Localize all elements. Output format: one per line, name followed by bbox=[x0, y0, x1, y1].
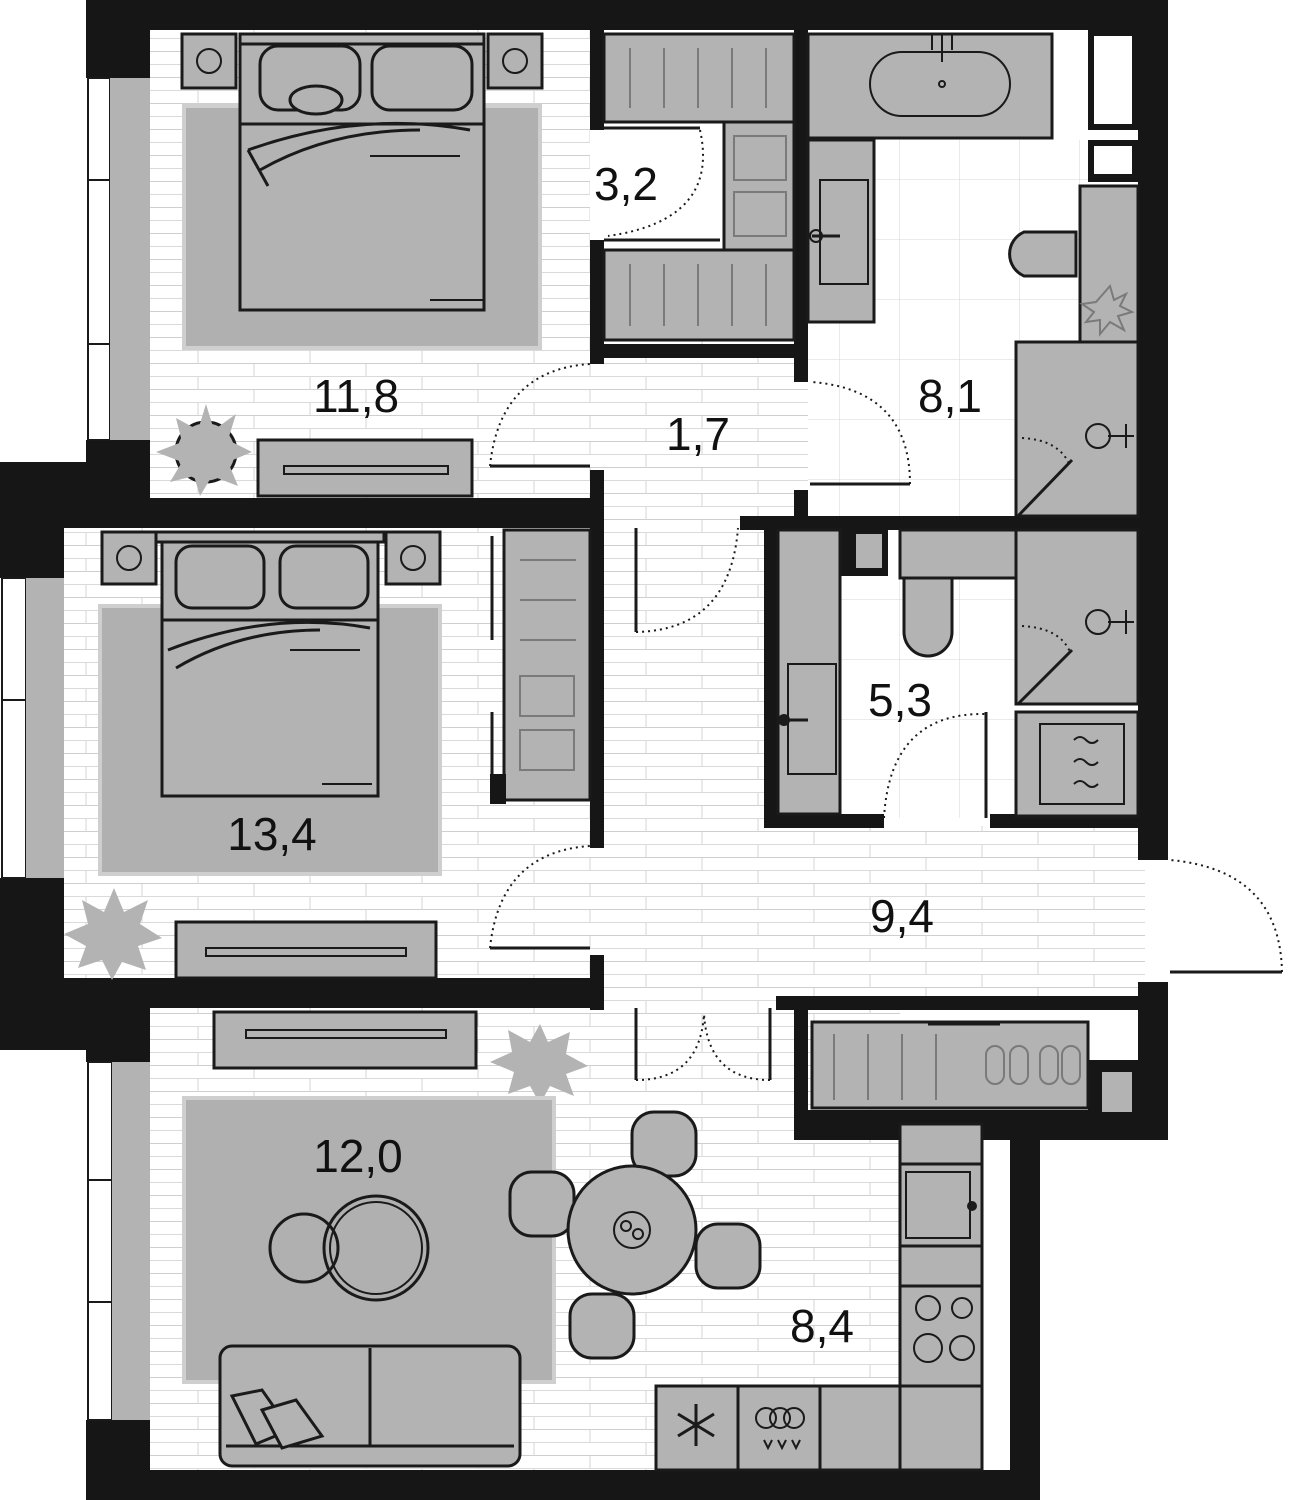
washing-machine bbox=[1014, 710, 1140, 818]
kitchen bbox=[508, 1110, 984, 1472]
area-bathroom-main: 8,1 bbox=[918, 370, 982, 422]
kitchen-counter bbox=[654, 1122, 984, 1472]
area-labels: 11,8 3,2 1,7 8,1 13,4 5,3 9,4 12,0 8,4 bbox=[227, 158, 982, 1352]
area-living-room: 12,0 bbox=[313, 1130, 403, 1182]
hall-wardrobe bbox=[810, 1020, 1090, 1110]
plant-icon bbox=[490, 1024, 588, 1104]
bedroom-1 bbox=[156, 32, 544, 498]
tv-stand bbox=[212, 1010, 478, 1070]
bathtub bbox=[806, 32, 1054, 140]
bathroom-main bbox=[806, 32, 1140, 518]
wardrobe-bedroom-2 bbox=[490, 528, 592, 804]
plant-icon bbox=[1079, 283, 1135, 337]
area-bathroom-small: 5,3 bbox=[868, 674, 932, 726]
shower bbox=[1014, 340, 1140, 518]
area-kitchen: 8,4 bbox=[790, 1300, 854, 1352]
bed bbox=[238, 32, 486, 312]
dining-set bbox=[508, 1110, 762, 1360]
living-room bbox=[182, 1010, 588, 1468]
tv-stand bbox=[256, 438, 474, 498]
wardrobe bbox=[602, 32, 796, 342]
area-corridor-small: 1,7 bbox=[666, 408, 730, 460]
walls bbox=[0, 0, 1168, 1500]
nightstand-left bbox=[100, 530, 158, 586]
area-hall: 9,4 bbox=[870, 890, 934, 942]
bathroom-small bbox=[776, 528, 1140, 818]
bed bbox=[154, 530, 386, 798]
rug bbox=[182, 1096, 556, 1384]
nightstand-left bbox=[180, 32, 238, 90]
hall bbox=[810, 1020, 1090, 1110]
windows bbox=[1, 77, 150, 1421]
nightstand-right bbox=[384, 530, 442, 586]
area-wardrobe: 3,2 bbox=[594, 158, 658, 210]
shower bbox=[1014, 528, 1140, 706]
shafts bbox=[856, 36, 1132, 1112]
plant-icon bbox=[156, 404, 252, 496]
plant-icon bbox=[64, 888, 162, 980]
nightstand-right bbox=[486, 32, 544, 90]
doors bbox=[489, 363, 1283, 1081]
area-bedroom-2: 13,4 bbox=[227, 808, 317, 860]
tv-stand bbox=[174, 920, 438, 980]
freezer-icon bbox=[677, 1404, 715, 1446]
coffee-tables bbox=[268, 1194, 430, 1302]
area-bedroom-1: 11,8 bbox=[313, 370, 399, 422]
sofa bbox=[218, 1344, 522, 1468]
bedroom-2 bbox=[64, 528, 592, 980]
dishwasher-icon bbox=[755, 1407, 805, 1451]
